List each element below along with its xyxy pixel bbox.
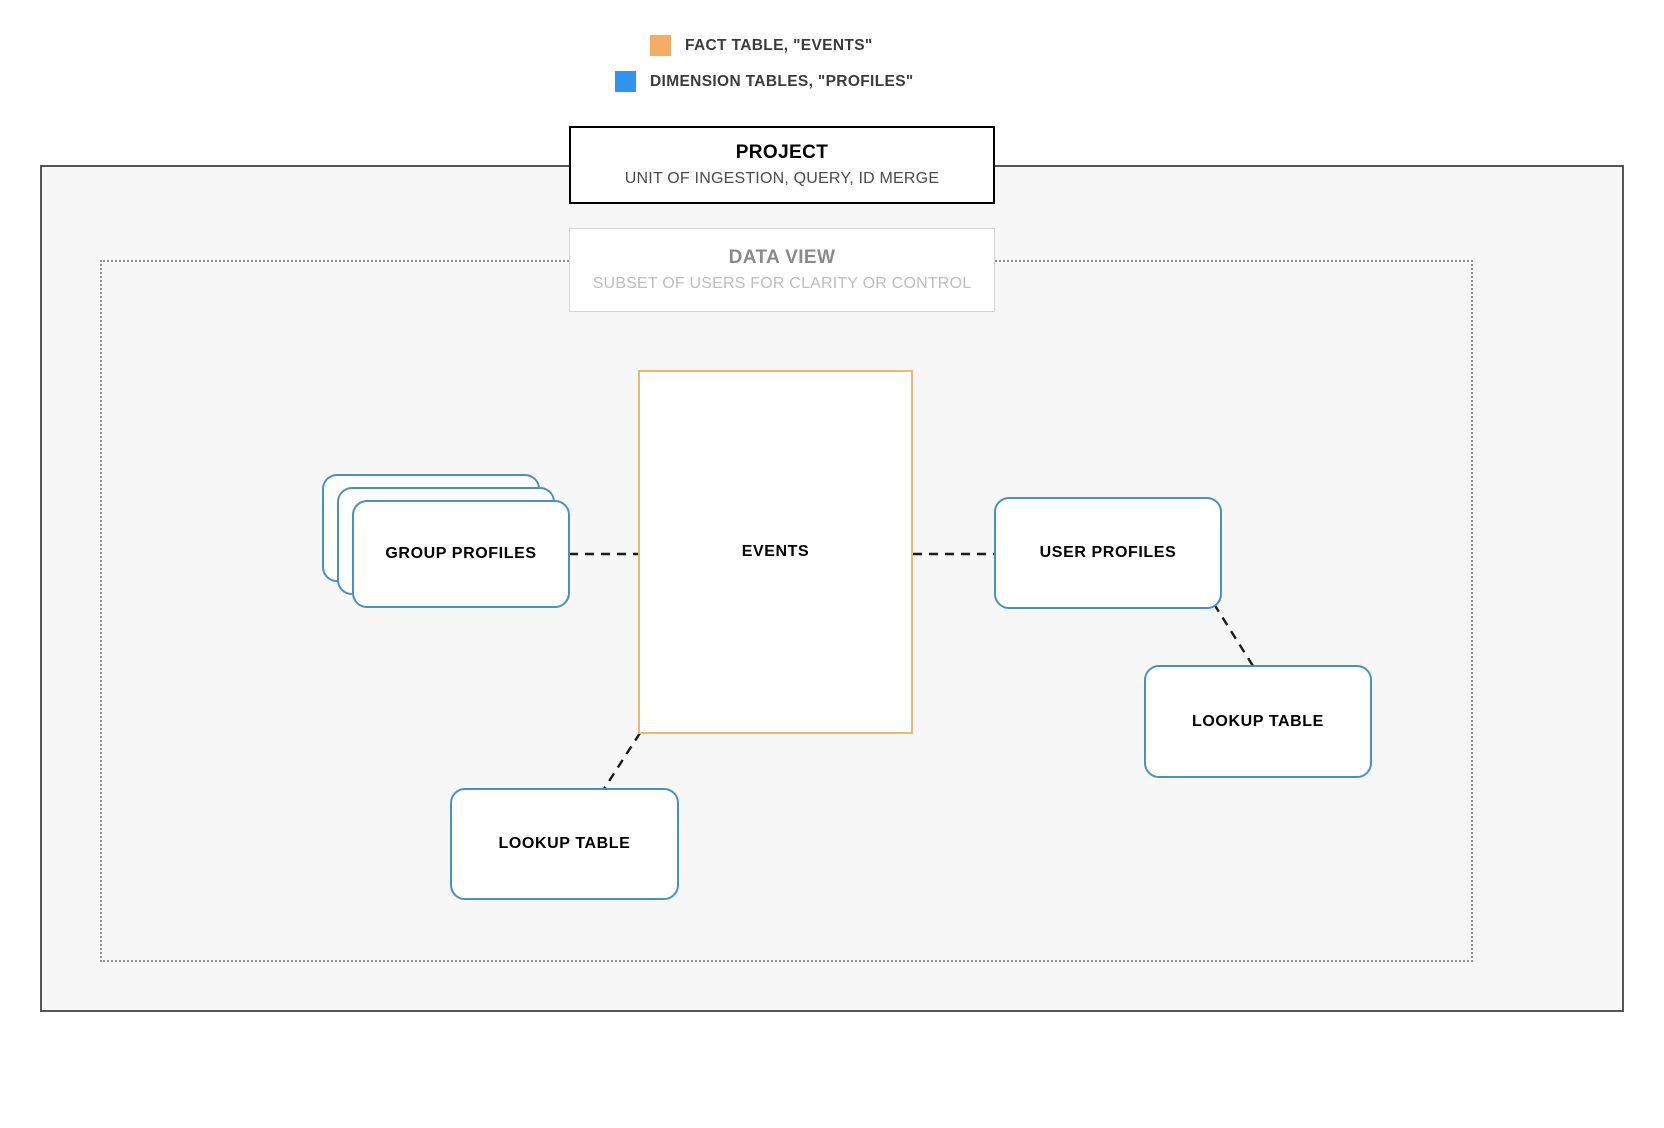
events-label: EVENTS xyxy=(741,543,810,560)
project-box: PROJECT UNIT OF INGESTION, QUERY, ID MER… xyxy=(569,126,995,204)
legend-label-fact-table: FACT TABLE, "EVENTS" xyxy=(685,36,873,54)
data-view-title: DATA VIEW xyxy=(728,247,836,268)
project-title: PROJECT xyxy=(735,142,829,163)
project-subtitle: UNIT OF INGESTION, QUERY, ID MERGE xyxy=(624,170,940,187)
data-view-subtitle: SUBSET OF USERS FOR CLARITY OR CONTROL xyxy=(592,275,972,292)
user-profiles-box[interactable]: USER PROFILES xyxy=(994,497,1222,609)
lookup-table-right-box[interactable]: LOOKUP TABLE xyxy=(1144,665,1372,778)
dimension-tables-swatch xyxy=(615,71,636,92)
legend-label-dimension-tables: DIMENSION TABLES, "PROFILES" xyxy=(650,72,914,90)
legend-item-fact-table: FACT TABLE, "EVENTS" xyxy=(650,35,873,56)
lookup-table-left-box[interactable]: LOOKUP TABLE xyxy=(450,788,679,900)
group-profiles-label: GROUP PROFILES xyxy=(385,545,537,562)
fact-table-swatch xyxy=(650,35,671,56)
group-profiles-box[interactable]: GROUP PROFILES xyxy=(352,500,570,608)
data-view-box: DATA VIEW SUBSET OF USERS FOR CLARITY OR… xyxy=(569,228,995,312)
legend-item-dimension-tables: DIMENSION TABLES, "PROFILES" xyxy=(615,71,914,92)
events-box[interactable]: EVENTS xyxy=(638,370,913,734)
lookup-table-right-label: LOOKUP TABLE xyxy=(1192,712,1324,730)
lookup-table-left-label: LOOKUP TABLE xyxy=(498,835,631,852)
user-profiles-label: USER PROFILES xyxy=(1039,544,1177,561)
